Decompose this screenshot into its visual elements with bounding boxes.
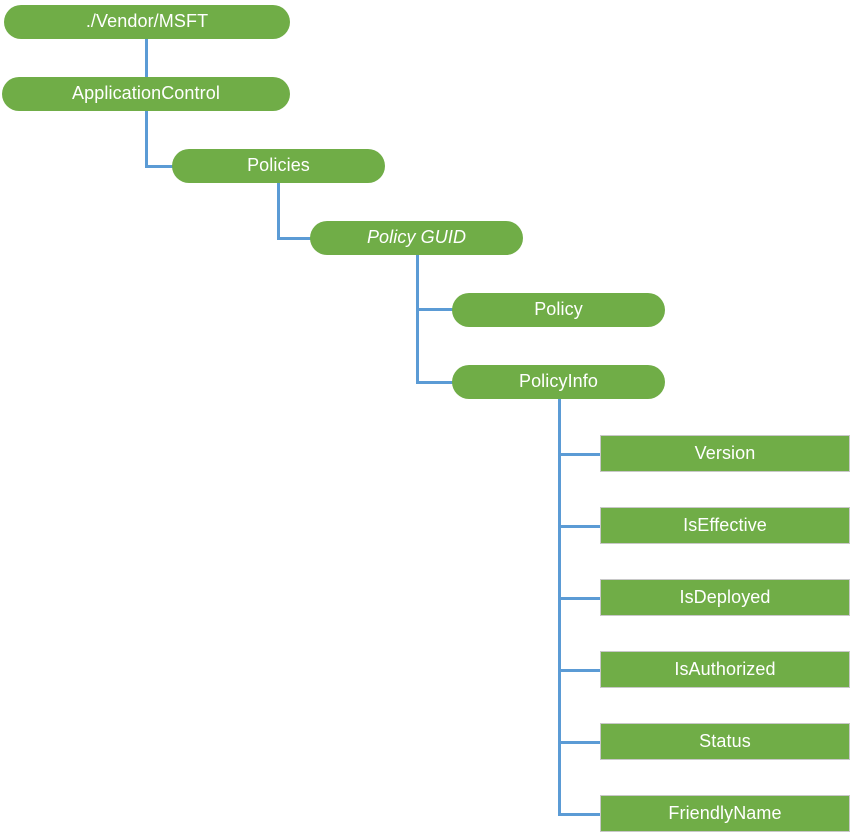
node-leaf-status[interactable]: Status bbox=[600, 723, 850, 760]
connector-vendor-to-applicationcontrol bbox=[145, 38, 148, 79]
connector-policyinfo-to-leaf-0 bbox=[558, 453, 602, 456]
node-leaf-isdeployed-label: IsDeployed bbox=[679, 586, 771, 607]
node-leaf-version[interactable]: Version bbox=[600, 435, 850, 472]
connector-policyinfo-trunk bbox=[558, 397, 561, 815]
connector-applicationcontrol-to-policies-horizontal bbox=[145, 165, 178, 168]
node-policy-info[interactable]: PolicyInfo bbox=[452, 365, 665, 399]
node-vendor-msft[interactable]: ./Vendor/MSFT bbox=[4, 5, 290, 39]
connector-policies-to-policyguid-horizontal bbox=[277, 237, 315, 240]
connector-policyinfo-to-leaf-1 bbox=[558, 525, 602, 528]
node-leaf-version-label: Version bbox=[694, 442, 756, 463]
node-policy-label: Policy bbox=[534, 299, 583, 320]
node-policy-guid-label: Policy GUID bbox=[366, 227, 467, 248]
node-application-control-label: ApplicationControl bbox=[72, 83, 220, 104]
connector-policies-to-policyguid-vertical bbox=[277, 182, 280, 240]
node-policies-label: Policies bbox=[247, 155, 310, 176]
node-policy[interactable]: Policy bbox=[452, 293, 665, 327]
connector-policyinfo-to-leaf-4 bbox=[558, 741, 602, 744]
node-leaf-status-label: Status bbox=[699, 730, 751, 751]
node-leaf-friendlyname[interactable]: FriendlyName bbox=[600, 795, 850, 832]
node-leaf-isauthorized[interactable]: IsAuthorized bbox=[600, 651, 850, 688]
node-leaf-friendlyname-label: FriendlyName bbox=[668, 802, 782, 823]
connector-policyguid-to-policyinfo bbox=[416, 381, 456, 384]
connector-policyguid-trunk bbox=[416, 255, 419, 384]
node-vendor-msft-label: ./Vendor/MSFT bbox=[85, 11, 209, 32]
node-policy-info-label: PolicyInfo bbox=[518, 371, 599, 392]
node-policies[interactable]: Policies bbox=[172, 149, 385, 183]
node-leaf-iseffective-label: IsEffective bbox=[683, 514, 767, 535]
node-leaf-isdeployed[interactable]: IsDeployed bbox=[600, 579, 850, 616]
node-leaf-isauthorized-label: IsAuthorized bbox=[674, 658, 776, 679]
connector-policyguid-to-policy bbox=[416, 308, 456, 311]
connector-applicationcontrol-to-policies-vertical bbox=[145, 110, 148, 168]
node-leaf-iseffective[interactable]: IsEffective bbox=[600, 507, 850, 544]
connector-policyinfo-to-leaf-5 bbox=[558, 813, 602, 816]
node-policy-guid[interactable]: Policy GUID bbox=[310, 221, 523, 255]
connector-policyinfo-to-leaf-3 bbox=[558, 669, 602, 672]
connector-policyinfo-to-leaf-2 bbox=[558, 597, 602, 600]
node-application-control[interactable]: ApplicationControl bbox=[2, 77, 290, 111]
